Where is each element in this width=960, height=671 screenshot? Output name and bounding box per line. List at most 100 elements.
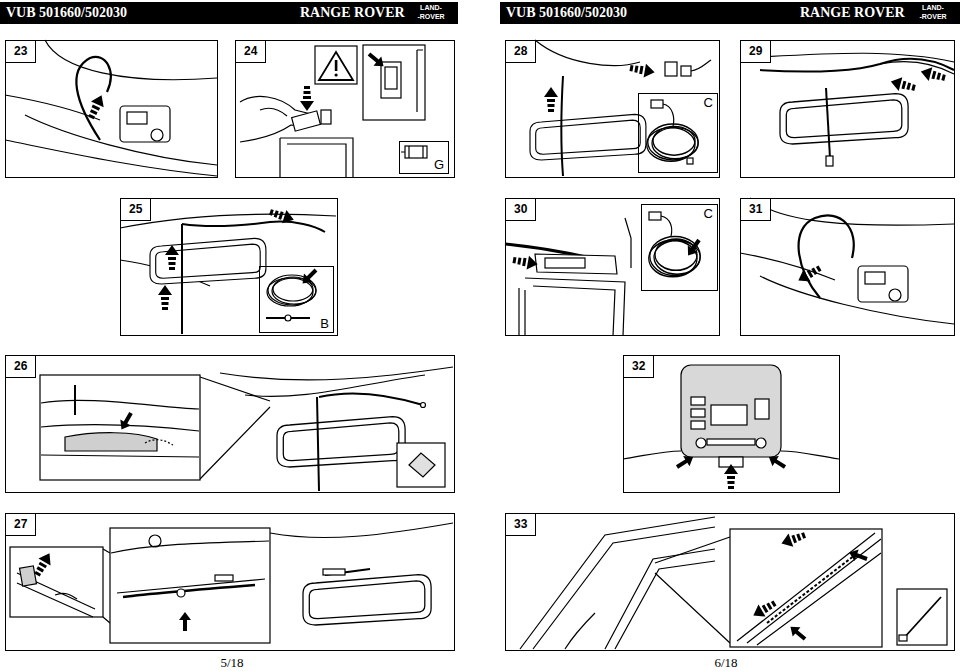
step-number: 30 <box>506 199 536 221</box>
detail-inset: C <box>638 93 718 173</box>
step-24-illustration-part <box>319 52 353 80</box>
step-30-illustration-part <box>649 237 700 277</box>
step-28-illustration-part <box>530 114 646 160</box>
step-panel: 24G <box>235 40 455 178</box>
step-33-illustration-part <box>750 597 779 622</box>
step-23-illustration-part <box>120 106 170 142</box>
inset-letter: G <box>433 158 445 172</box>
step-27-illustration-part <box>110 528 270 643</box>
step-32-illustration-part <box>711 405 747 425</box>
step-27-illustration-part <box>20 566 37 586</box>
header-bar: VUB 501660/502030RANGE ROVER <box>500 2 960 24</box>
step-30-illustration-part <box>661 216 672 236</box>
step-number: 24 <box>236 41 266 63</box>
step-panel: 28C <box>505 40 720 178</box>
step-24-illustration-part <box>280 138 353 178</box>
step-33-illustration-part <box>903 597 941 639</box>
step-23-illustration-part <box>127 112 147 124</box>
step-27-illustration-part <box>323 569 345 575</box>
step-29-illustration-part <box>919 65 947 85</box>
step-29-illustration <box>740 53 954 166</box>
step-28-illustration-part <box>691 60 711 71</box>
step-27-illustration-part <box>111 541 269 553</box>
step-33-illustration-part <box>520 517 715 649</box>
step-number: 29 <box>741 41 771 63</box>
step-23-illustration-part <box>76 57 110 140</box>
step-23-illustration-part <box>45 40 217 80</box>
step-27-illustration-part <box>177 589 185 597</box>
step-31-illustration-part <box>750 198 954 225</box>
step-32-illustration-part <box>691 409 705 417</box>
step-32-illustration-part <box>724 464 738 489</box>
step-32-illustration-part <box>681 365 781 457</box>
step-29-illustration-part <box>889 75 917 95</box>
step-27-illustration-part <box>123 585 255 597</box>
step-26-illustration-part <box>317 397 319 491</box>
detail-inset: B <box>259 266 334 333</box>
step-panel: 23 <box>5 40 218 178</box>
step-31-illustration <box>740 198 954 324</box>
step-24-illustration-part <box>300 86 314 111</box>
step-27-illustration-part <box>179 612 191 631</box>
step-25-illustration-part <box>268 205 296 226</box>
step-27-illustration-part <box>103 549 110 623</box>
step-33-illustration <box>520 517 947 649</box>
step-panel: 29 <box>740 40 955 178</box>
step-28-illustration-part <box>681 66 691 76</box>
step-number: 27 <box>6 514 36 536</box>
step-33-illustration-part <box>565 613 595 649</box>
step-32-illustration <box>623 365 839 489</box>
step-26-illustration-part <box>41 425 199 431</box>
inset-letter: C <box>703 207 714 221</box>
step-27-illustration-part <box>10 547 103 617</box>
step-24-illustration-part <box>365 49 387 70</box>
logo-text: LAND- <box>406 4 456 12</box>
step-32-illustration-part <box>691 421 705 429</box>
step-33-illustration-part <box>899 635 907 641</box>
header-bar: VUB 501660/502030RANGE ROVER <box>0 2 458 24</box>
step-27-illustration <box>10 523 453 643</box>
step-27-illustration-part <box>55 593 77 599</box>
step-30-illustration-part <box>683 237 704 259</box>
step-33-illustration-part <box>730 529 882 647</box>
step-30-illustration-part <box>535 254 617 274</box>
step-23-illustration-part <box>85 92 108 121</box>
logo-text: LAND- <box>908 4 958 12</box>
step-25-illustration-part <box>181 224 183 334</box>
step-26-illustration-part <box>319 393 423 405</box>
step-25-illustration-part <box>165 245 179 270</box>
page-number: 6/18 <box>704 655 748 670</box>
step-number: 31 <box>741 199 771 221</box>
logo-text: -ROVER <box>908 13 958 21</box>
step-26-illustration-part <box>65 433 157 451</box>
step-26-illustration <box>40 367 453 491</box>
step-28-illustration-part <box>647 124 698 161</box>
step-28-illustration-part <box>651 100 663 108</box>
step-24-illustration-part <box>417 50 423 112</box>
step-25-illustration-part <box>158 285 172 310</box>
step-24-illustration-part <box>315 46 357 84</box>
step-28-illustration-part <box>629 61 656 79</box>
step-33-illustration-part <box>533 527 715 649</box>
step-25-illustration <box>120 205 336 334</box>
step-33-illustration-part <box>847 547 869 565</box>
step-29-illustration-part <box>826 88 830 158</box>
step-28-illustration <box>530 40 711 176</box>
step-31-illustration-part <box>795 262 824 287</box>
step-30-illustration-part <box>512 253 539 271</box>
header-logos <box>405 3 959 24</box>
step-26-illustration-part <box>397 443 445 487</box>
step-31-illustration-part <box>865 272 885 284</box>
step-26-illustration-part <box>245 375 425 396</box>
step-panel: 31 <box>740 198 955 336</box>
step-33-illustration-part <box>767 555 855 623</box>
step-panel: 25B <box>120 198 338 336</box>
step-28-illustration-part <box>665 62 677 76</box>
step-24-illustration-part <box>292 111 321 131</box>
model-name: RANGE ROVER <box>300 5 405 21</box>
step-32-illustration-part <box>707 439 755 445</box>
step-33-illustration-part <box>605 549 715 649</box>
step-26-illustration-part <box>41 455 199 457</box>
